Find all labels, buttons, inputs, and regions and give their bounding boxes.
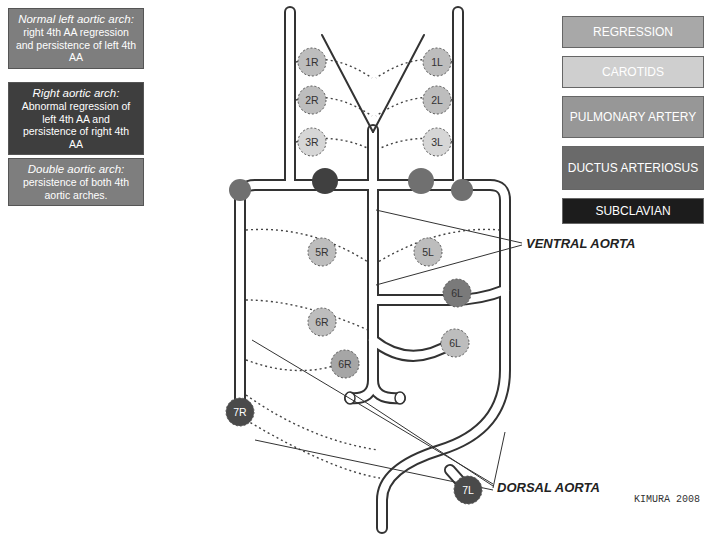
arch-circle: 2L — [422, 85, 452, 115]
arch-label: 1L — [422, 47, 452, 77]
arch-circle: 2R — [297, 85, 327, 115]
arch-label: 6R — [307, 307, 337, 337]
note-box: Normal left aortic arch:right 4th AA reg… — [8, 8, 144, 69]
arch-circle: 6L — [442, 278, 472, 308]
legend-swatch: CAROTIDS — [562, 56, 704, 88]
arch-label: 2R — [297, 85, 327, 115]
credit-text: KIMURA 2008 — [634, 494, 700, 505]
legend-swatch: REGRESSION — [562, 16, 704, 48]
note-body: persistence of both 4th aortic arches. — [15, 176, 137, 201]
arch-circle: 1R — [297, 47, 327, 77]
legend-swatch: SUBCLAVIAN — [562, 198, 704, 224]
legend-text: DUCTUS ARTERIOSUS — [568, 162, 698, 175]
arch-label: 2L — [422, 85, 452, 115]
arch-circle: 5R — [307, 237, 337, 267]
arch-circle: 5L — [413, 237, 443, 267]
arch-label: 1R — [297, 47, 327, 77]
legend-text: SUBCLAVIAN — [595, 205, 670, 218]
legend-text: CAROTIDS — [602, 66, 664, 79]
arch-label: 7R — [225, 397, 255, 427]
arch-circle: 6R — [330, 349, 360, 379]
arch-label: 6L — [440, 328, 470, 358]
arch-circle: 6L — [440, 328, 470, 358]
note-box: Right aortic arch:Abnormal regression of… — [8, 82, 144, 155]
arch-label: 6L — [442, 278, 472, 308]
arch-label: 5R — [307, 237, 337, 267]
note-heading: Right aortic arch: — [15, 87, 137, 100]
note-body: Abnormal regression of left 4th AA and p… — [15, 100, 137, 150]
arch-circle: 7L — [453, 475, 483, 505]
arch-circle: 6R — [307, 307, 337, 337]
arch-label: 3L — [422, 127, 452, 157]
legend-swatch: DUCTUS ARTERIOSUS — [562, 146, 704, 190]
arch-circle: 1L — [422, 47, 452, 77]
arch-label: 6R — [330, 349, 360, 379]
legend-swatch: PULMONARY ARTERY — [562, 96, 704, 138]
note-box: Double aortic arch:persistence of both 4… — [8, 158, 144, 206]
arch-label: 7L — [453, 475, 483, 505]
vessel-label: VENTRAL AORTA — [526, 236, 635, 251]
legend-text: REGRESSION — [593, 26, 673, 39]
arch-circle: 7R — [225, 397, 255, 427]
vessel-label: DORSAL AORTA — [497, 480, 600, 495]
arch-circle: 3R — [297, 127, 327, 157]
note-heading: Double aortic arch: — [15, 163, 137, 176]
arch-circle: 3L — [422, 127, 452, 157]
note-body: right 4th AA regression and persistence … — [15, 26, 137, 64]
note-heading: Normal left aortic arch: — [15, 13, 137, 26]
arch-label: 3R — [297, 127, 327, 157]
legend-text: PULMONARY ARTERY — [570, 111, 697, 124]
arch-label: 5L — [413, 237, 443, 267]
